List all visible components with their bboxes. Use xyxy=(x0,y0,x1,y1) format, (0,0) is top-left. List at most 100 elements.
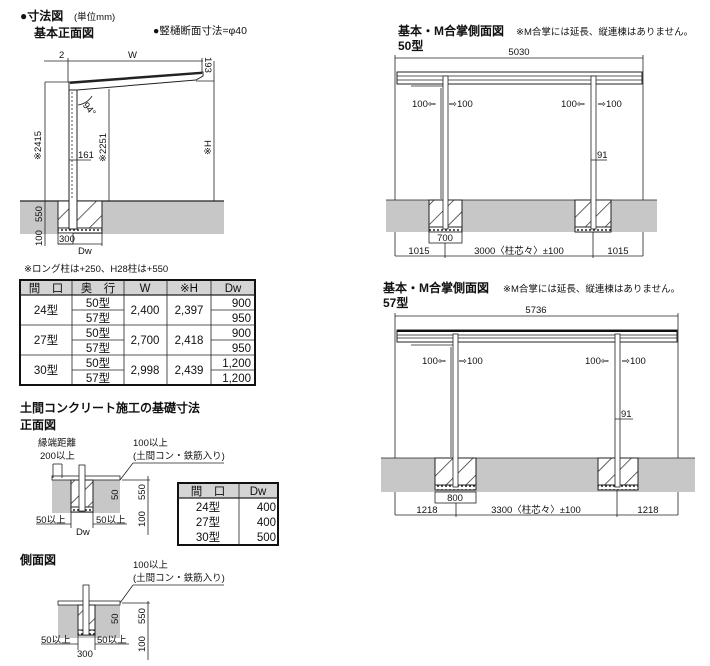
cell-h: 2,397 xyxy=(175,305,204,317)
dim-300: 300 xyxy=(59,234,75,245)
cell-width: 24型 xyxy=(34,303,58,317)
dim-2: 2 xyxy=(59,50,64,61)
post xyxy=(68,85,78,230)
dim-2415: ※2415 xyxy=(33,131,44,160)
foundation-section: 土間コンクリート施工の基礎寸法 正面図 縁端距離 200以上 100以上 (土間… xyxy=(19,400,279,660)
cell-width: 30型 xyxy=(34,363,58,377)
cell-dw: 900 xyxy=(232,328,251,340)
front-view-drawing: 94° 2 W 193 ※2415 161 ※2251 ※H 550 100 3… xyxy=(20,50,224,257)
cell-dw: 1,200 xyxy=(222,373,251,385)
roof xyxy=(68,71,204,91)
dim-100: 100 xyxy=(34,230,45,246)
foundation-side-title: 側面図 xyxy=(19,552,56,567)
left-in: 100⇦ xyxy=(422,356,446,367)
cell-depth: 57型 xyxy=(86,341,110,355)
roof xyxy=(396,71,643,85)
right-out: ⇨100 xyxy=(598,99,622,110)
dim-h: ※H xyxy=(203,140,214,155)
dim-2251: ※2251 xyxy=(98,133,109,162)
min-50-right-side: 50以上 xyxy=(97,635,127,646)
dim-91: 91 xyxy=(621,409,632,420)
side-view-note: ※M合掌には延長、縦連棟はありません。 xyxy=(516,26,693,38)
header-dw: Dw xyxy=(225,283,242,295)
cell-depth: 50型 xyxy=(86,326,110,340)
size-table: ※ロング柱は+250、H28柱は+550 間 口 奥 行 W ※H Dw 24型… xyxy=(19,263,256,386)
dim-100: 100 xyxy=(137,511,148,527)
span: 3000〈柱芯々〉±100 xyxy=(474,245,564,257)
cell-depth: 57型 xyxy=(86,311,110,325)
gutter-note: ●竪樋断面寸法=φ40 xyxy=(153,24,247,37)
foundation-title: 土間コンクリート施工の基礎寸法 xyxy=(20,400,200,415)
cell-width: 24型 xyxy=(196,500,220,514)
cell-w: 2,700 xyxy=(131,335,160,347)
side-view-title: 基本・M合掌側面図 xyxy=(397,23,504,38)
header-w: W xyxy=(140,283,151,295)
cell-dw: 1,200 xyxy=(222,358,251,370)
min-100-label-side: 100以上 xyxy=(133,560,168,571)
post xyxy=(614,333,621,488)
dim-550: 550 xyxy=(34,206,45,222)
side-view-note: ※M合掌には延長、縦連棟はありません。 xyxy=(503,283,680,295)
total-length: 5736 xyxy=(525,305,546,316)
unit-label: (単位mm) xyxy=(74,11,115,23)
slab-note-side: (土間コン・鉄筋入り) xyxy=(133,572,225,584)
cell-w: 2,998 xyxy=(131,365,160,377)
post xyxy=(442,75,449,230)
post xyxy=(590,75,597,230)
cell-w: 2,400 xyxy=(131,305,160,317)
dim-300-side: 300 xyxy=(77,649,93,660)
min-50-left-side: 50以上 xyxy=(41,635,71,646)
min-50-right: 50以上 xyxy=(96,515,126,526)
dim-91: 91 xyxy=(597,150,608,161)
side-view-57: 基本・M合掌側面図 ※M合掌には延長、縦連棟はありません。 57型 5736 1… xyxy=(381,280,695,517)
header-depth: 奥 行 xyxy=(81,281,116,295)
side-view-title: 基本・M合掌側面図 xyxy=(382,280,489,295)
cell-h: 2,418 xyxy=(175,335,204,347)
right-out: ⇨100 xyxy=(622,356,646,367)
header-width: 間 口 xyxy=(191,485,226,498)
dim-100-side: 100 xyxy=(137,636,148,652)
sheet-header: ●寸法図 (単位mm) 基本正面図 ●竪樋断面寸法=φ40 xyxy=(20,8,247,40)
cell-dw: 500 xyxy=(257,532,276,544)
front-view-title: 基本正面図 xyxy=(33,25,94,40)
side-view-50: 基本・M合掌側面図 ※M合掌には延長、縦連棟はありません。 50型 5030 1… xyxy=(386,23,693,258)
table-note: ※ロング柱は+250、H28柱は+550 xyxy=(24,263,168,275)
dim-550: 550 xyxy=(137,484,148,500)
cell-width: 27型 xyxy=(196,515,220,529)
cell-width: 30型 xyxy=(196,530,220,544)
footing-width: 700 xyxy=(437,233,453,244)
cell-dw: 900 xyxy=(232,298,251,310)
slab-note: (土間コン・鉄筋入り) xyxy=(133,450,225,462)
span: 3300〈柱芯々〉±100 xyxy=(491,504,581,516)
left-out: ⇨100 xyxy=(459,356,483,367)
gravel-bed xyxy=(57,227,103,234)
min-100-label: 100以上 xyxy=(133,438,168,449)
model-label: 50型 xyxy=(398,38,423,53)
right-in: 100⇦ xyxy=(561,99,585,110)
dim-193: 193 xyxy=(202,57,213,73)
dim-550-side: 550 xyxy=(137,608,148,624)
header-width: 間 口 xyxy=(29,282,64,295)
footing-width: 800 xyxy=(447,493,463,504)
ground xyxy=(20,201,224,234)
dim-w: W xyxy=(128,50,137,61)
cell-h: 2,439 xyxy=(175,365,204,377)
dim-dw: Dw xyxy=(76,527,90,538)
overhang-left: 1218 xyxy=(416,505,437,516)
cell-dw: 400 xyxy=(257,517,276,529)
dim-50-side: 50 xyxy=(110,613,121,624)
cell-depth: 50型 xyxy=(86,356,110,370)
post xyxy=(452,333,459,488)
cell-depth: 57型 xyxy=(86,371,110,385)
edge-distance-label: 縁端距離 xyxy=(38,437,77,449)
header-h: ※H xyxy=(180,283,198,295)
foundation-front-title: 正面図 xyxy=(20,418,56,432)
dim-dw: Dw xyxy=(78,246,92,257)
left-in: 100⇦ xyxy=(412,99,436,110)
right-in: 100⇦ xyxy=(585,356,609,367)
footing xyxy=(57,200,103,230)
section-title: ●寸法図 xyxy=(20,8,63,23)
total-length: 5030 xyxy=(508,47,529,58)
overhang-right: 1015 xyxy=(607,246,628,257)
